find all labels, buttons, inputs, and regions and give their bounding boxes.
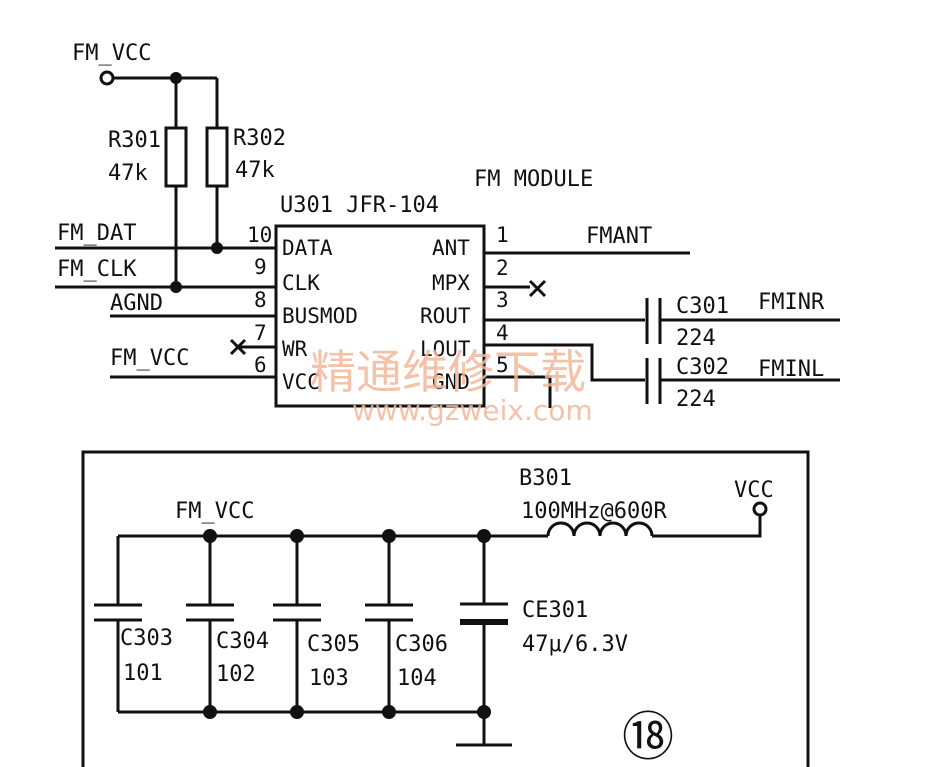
cap-c305: [273, 603, 321, 622]
c301-value: 224: [676, 326, 716, 351]
module-title: FM MODULE: [474, 167, 593, 192]
cap-c302: [645, 358, 662, 404]
c306-value: 104: [397, 666, 437, 691]
pin-num-2: 2: [496, 256, 509, 280]
pin-num-3: 3: [496, 288, 509, 312]
pin-num-1: 1: [496, 223, 509, 247]
c303-ref: C303: [120, 626, 173, 651]
watermark-text: 精通维修下载: [310, 345, 586, 399]
pin-num-4: 4: [496, 321, 509, 345]
chip-label: U301 JFR-104: [280, 193, 439, 218]
c302-value: 224: [676, 387, 716, 412]
pin-name-wr: WR: [282, 337, 308, 361]
net-fmant: FMANT: [586, 224, 652, 249]
pin-name-lout: LOUT: [420, 337, 471, 361]
wr-no-connect-icon: [229, 338, 247, 356]
pin-name-data: DATA: [282, 236, 333, 260]
cap-c301: [645, 298, 662, 344]
pin-name-mpx: MPX: [432, 271, 470, 295]
pin-name-gnd: GND: [432, 370, 470, 394]
pin-name-ant: ANT: [432, 236, 470, 260]
c306-ref: C306: [395, 632, 448, 657]
r302-ref: R302: [233, 126, 286, 151]
page-number: ⑱: [622, 708, 674, 767]
r301-value: 47k: [108, 161, 148, 186]
pin-num-5: 5: [496, 353, 509, 377]
resistor-r301: [164, 126, 188, 188]
bottom-fm-vcc-label: FM_VCC: [175, 499, 254, 524]
mpx-no-connect-icon: [528, 279, 547, 298]
c302-ref: C302: [676, 355, 729, 380]
pin-name-busmod: BUSMOD: [282, 304, 358, 328]
cap-c303: [94, 603, 142, 622]
pin-num-7: 7: [254, 321, 267, 345]
fm-vcc-top-label: FM_VCC: [72, 41, 151, 66]
cap-c306: [365, 603, 413, 622]
pin-num-9: 9: [254, 255, 267, 279]
bottom-vcc-label: VCC: [734, 478, 774, 503]
b301-ref: B301: [519, 466, 572, 491]
bottom-frame: [81, 450, 810, 767]
c305-value: 103: [309, 666, 349, 691]
net-fminl: FMINL: [758, 357, 824, 382]
pin-name-clk: CLK: [282, 271, 320, 295]
net-fm-dat: FM_DAT: [57, 221, 136, 246]
fm-vcc-terminal: FM_VCC: [72, 41, 151, 86]
vcc-terminal: [752, 501, 768, 517]
resistor-r302: [205, 126, 229, 188]
cap-c304: [186, 603, 234, 622]
pin-num-8: 8: [254, 288, 267, 312]
ce301-ref: CE301: [522, 598, 588, 623]
pin-name-vcc: VCC: [282, 370, 320, 394]
c303-value: 101: [123, 661, 163, 686]
bead-b301: [546, 521, 654, 537]
pin-num-6: 6: [254, 353, 267, 377]
net-fm-vcc-left: FM_VCC: [110, 346, 189, 371]
c304-ref: C304: [216, 629, 269, 654]
net-agnd: AGND: [110, 291, 163, 316]
c304-value: 102: [216, 662, 256, 687]
pin-name-rout: ROUT: [420, 304, 471, 328]
ce301-value: 47μ/6.3V: [522, 632, 628, 657]
r301-ref: R301: [108, 128, 161, 153]
c305-ref: C305: [307, 632, 360, 657]
r302-value: 47k: [235, 158, 275, 183]
b301-value: 100MHz@600R: [521, 499, 667, 524]
net-fminr: FMINR: [758, 290, 825, 315]
c301-ref: C301: [676, 294, 729, 319]
pin-num-10: 10: [247, 223, 272, 247]
net-fm-clk: FM_CLK: [57, 257, 137, 282]
watermark-url: www.gzweix.com: [352, 394, 593, 427]
